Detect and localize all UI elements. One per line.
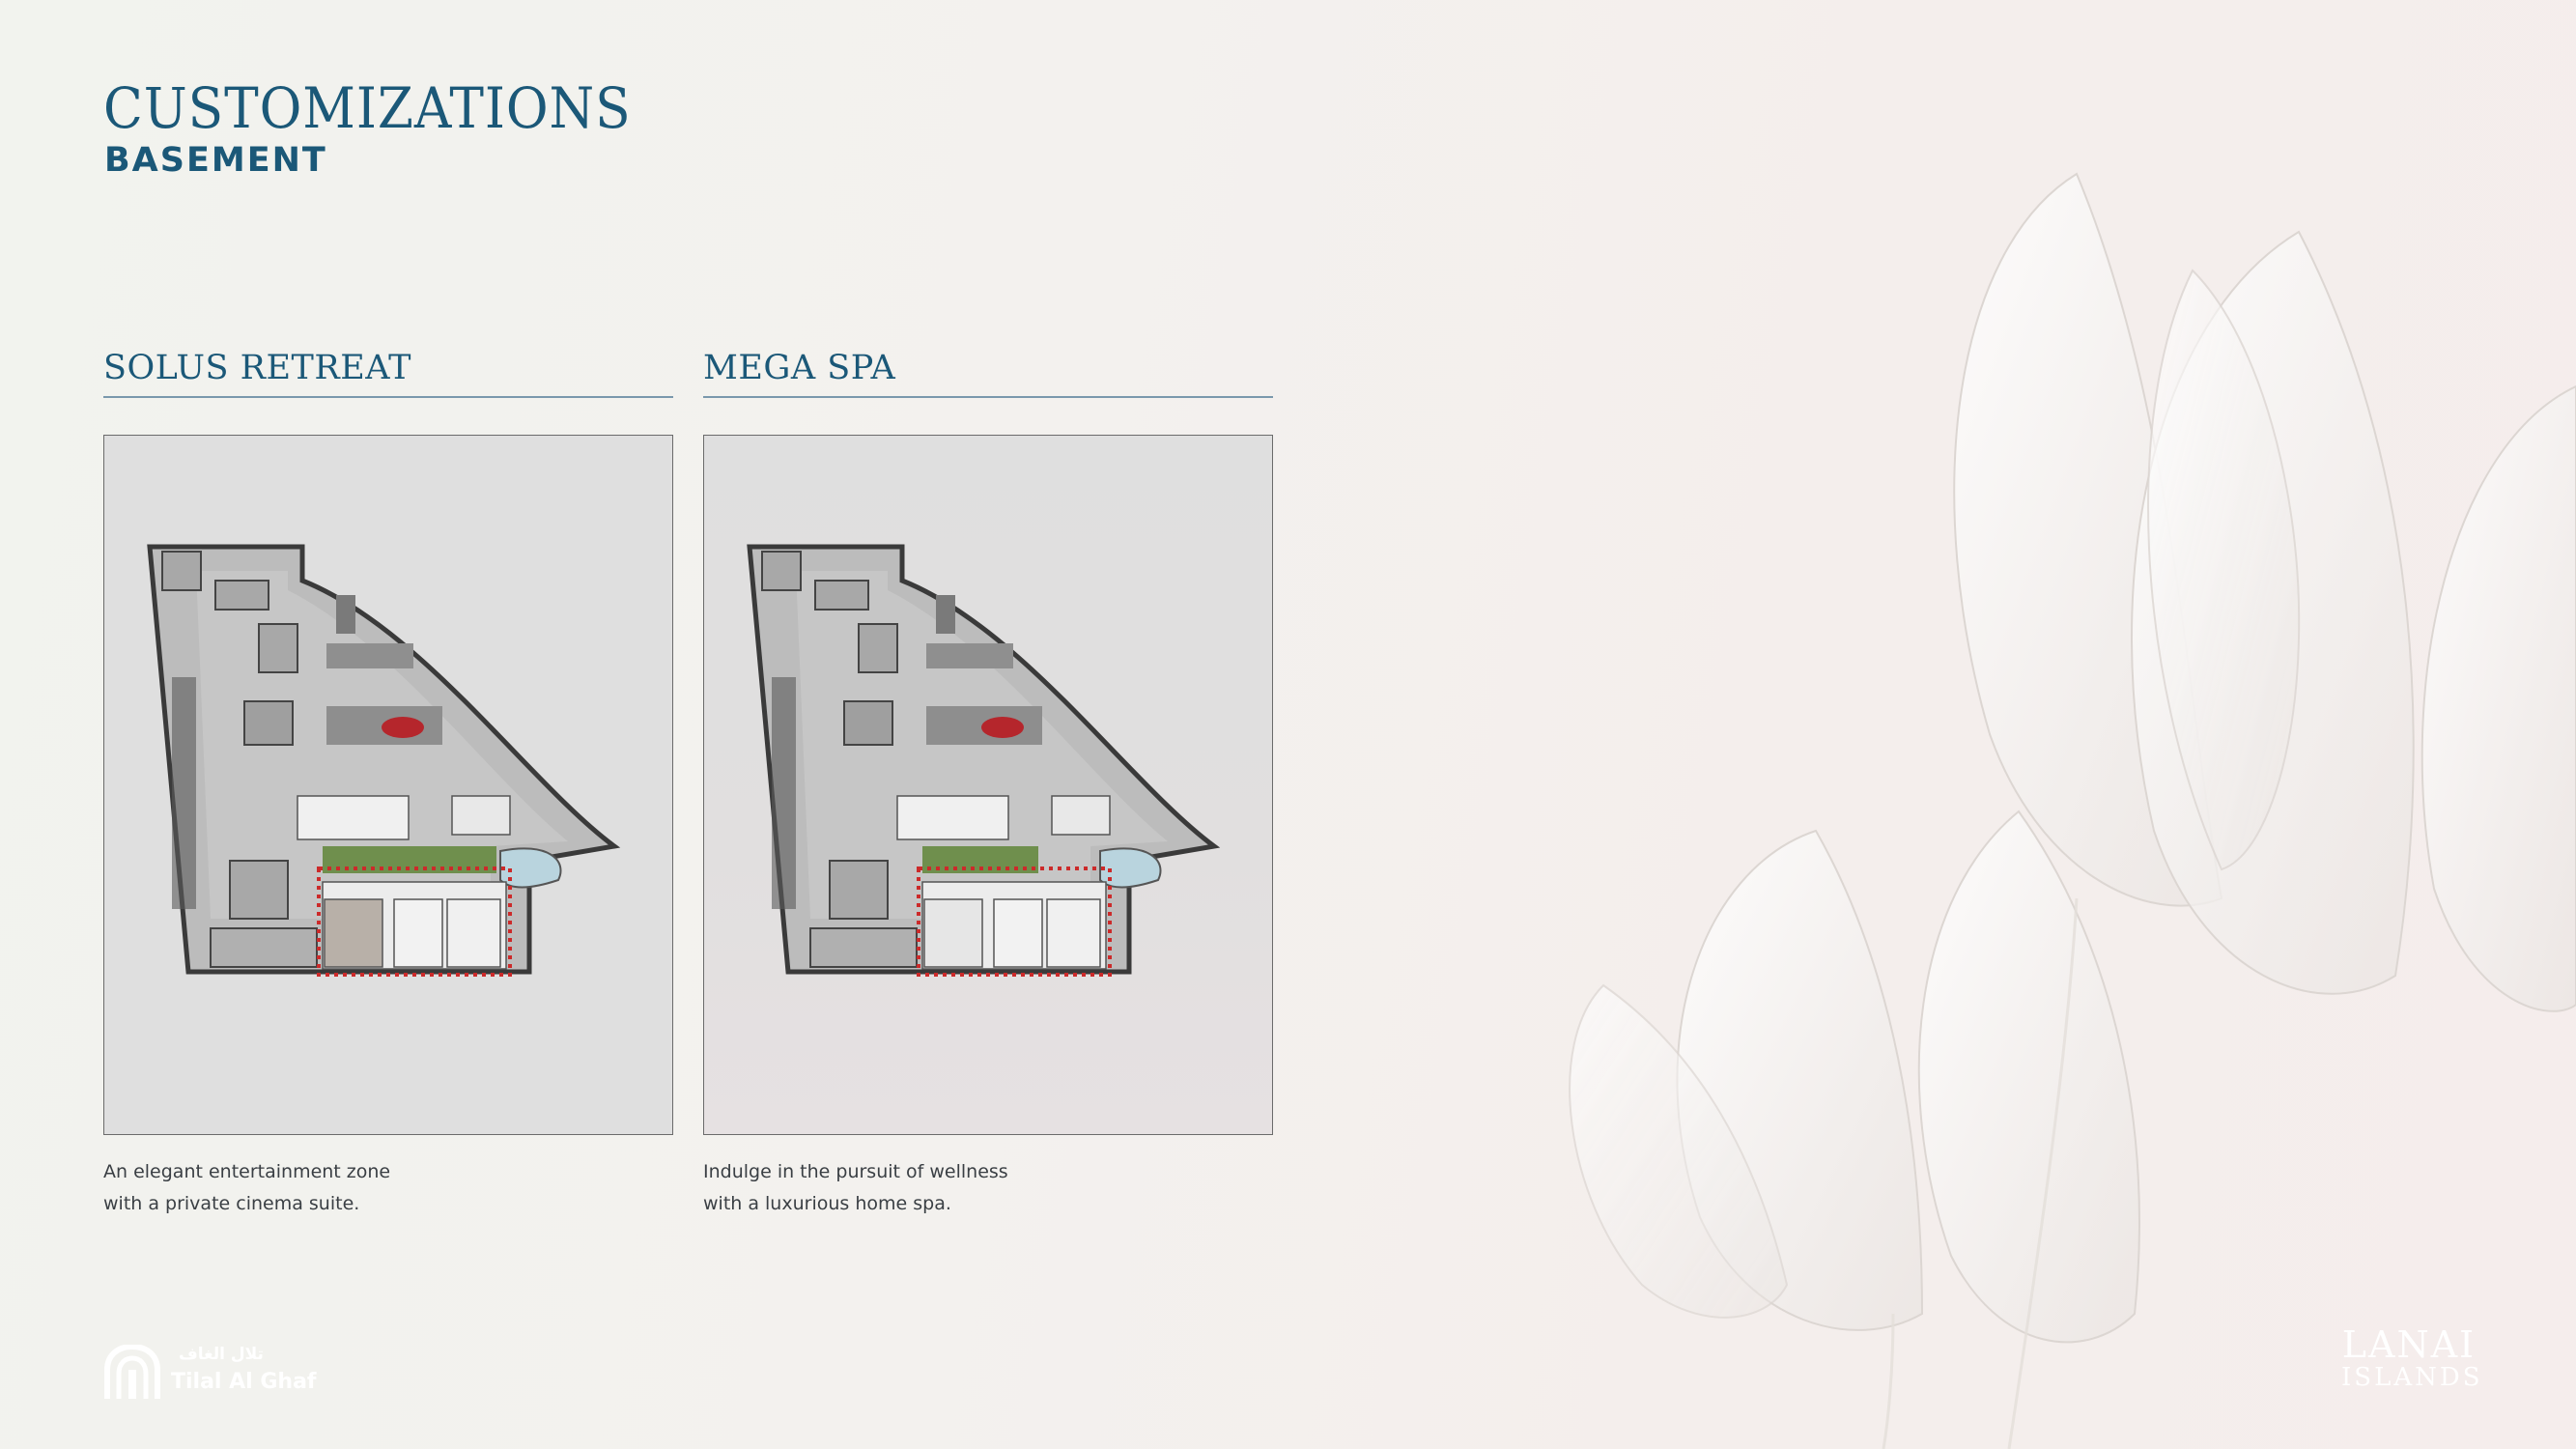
floor-plan-drawing [147,544,621,977]
floor-plan-image [103,435,673,1135]
floor-plan-drawing [747,544,1221,977]
caption-line-1: Indulge in the pursuit of wellness [703,1161,1008,1182]
project-logo-line1: LANAI [2341,1323,2477,1366]
developer-logo-arabic: تلال الغاف [179,1345,264,1364]
developer-logo-english: Tilal Al Ghaf [171,1370,317,1394]
page-title: CUSTOMIZATIONS [103,75,632,141]
option-mega-spa: MEGA SPA [703,348,1273,1220]
option-title: SOLUS RETREAT [103,348,673,398]
caption-line-1: An elegant entertainment zone [103,1161,391,1182]
developer-logo: تلال الغاف Tilal Al Ghaf [103,1345,317,1403]
arch-logo-icon [104,1345,160,1399]
floor-plan-image [703,435,1273,1135]
option-caption: Indulge in the pursuit of wellness with … [703,1156,1273,1220]
option-solus-retreat: SOLUS RETREAT [103,348,673,1220]
option-caption: An elegant entertainment zone with a pri… [103,1156,673,1220]
option-title: MEGA SPA [703,348,1273,398]
page-subtitle: BASEMENT [104,141,327,180]
caption-line-2: with a luxurious home spa. [703,1193,951,1214]
project-logo-line2: ISLANDS [2341,1363,2483,1392]
project-logo: LANAI ISLANDS [2341,1323,2483,1392]
caption-line-2: with a private cinema suite. [103,1193,360,1214]
